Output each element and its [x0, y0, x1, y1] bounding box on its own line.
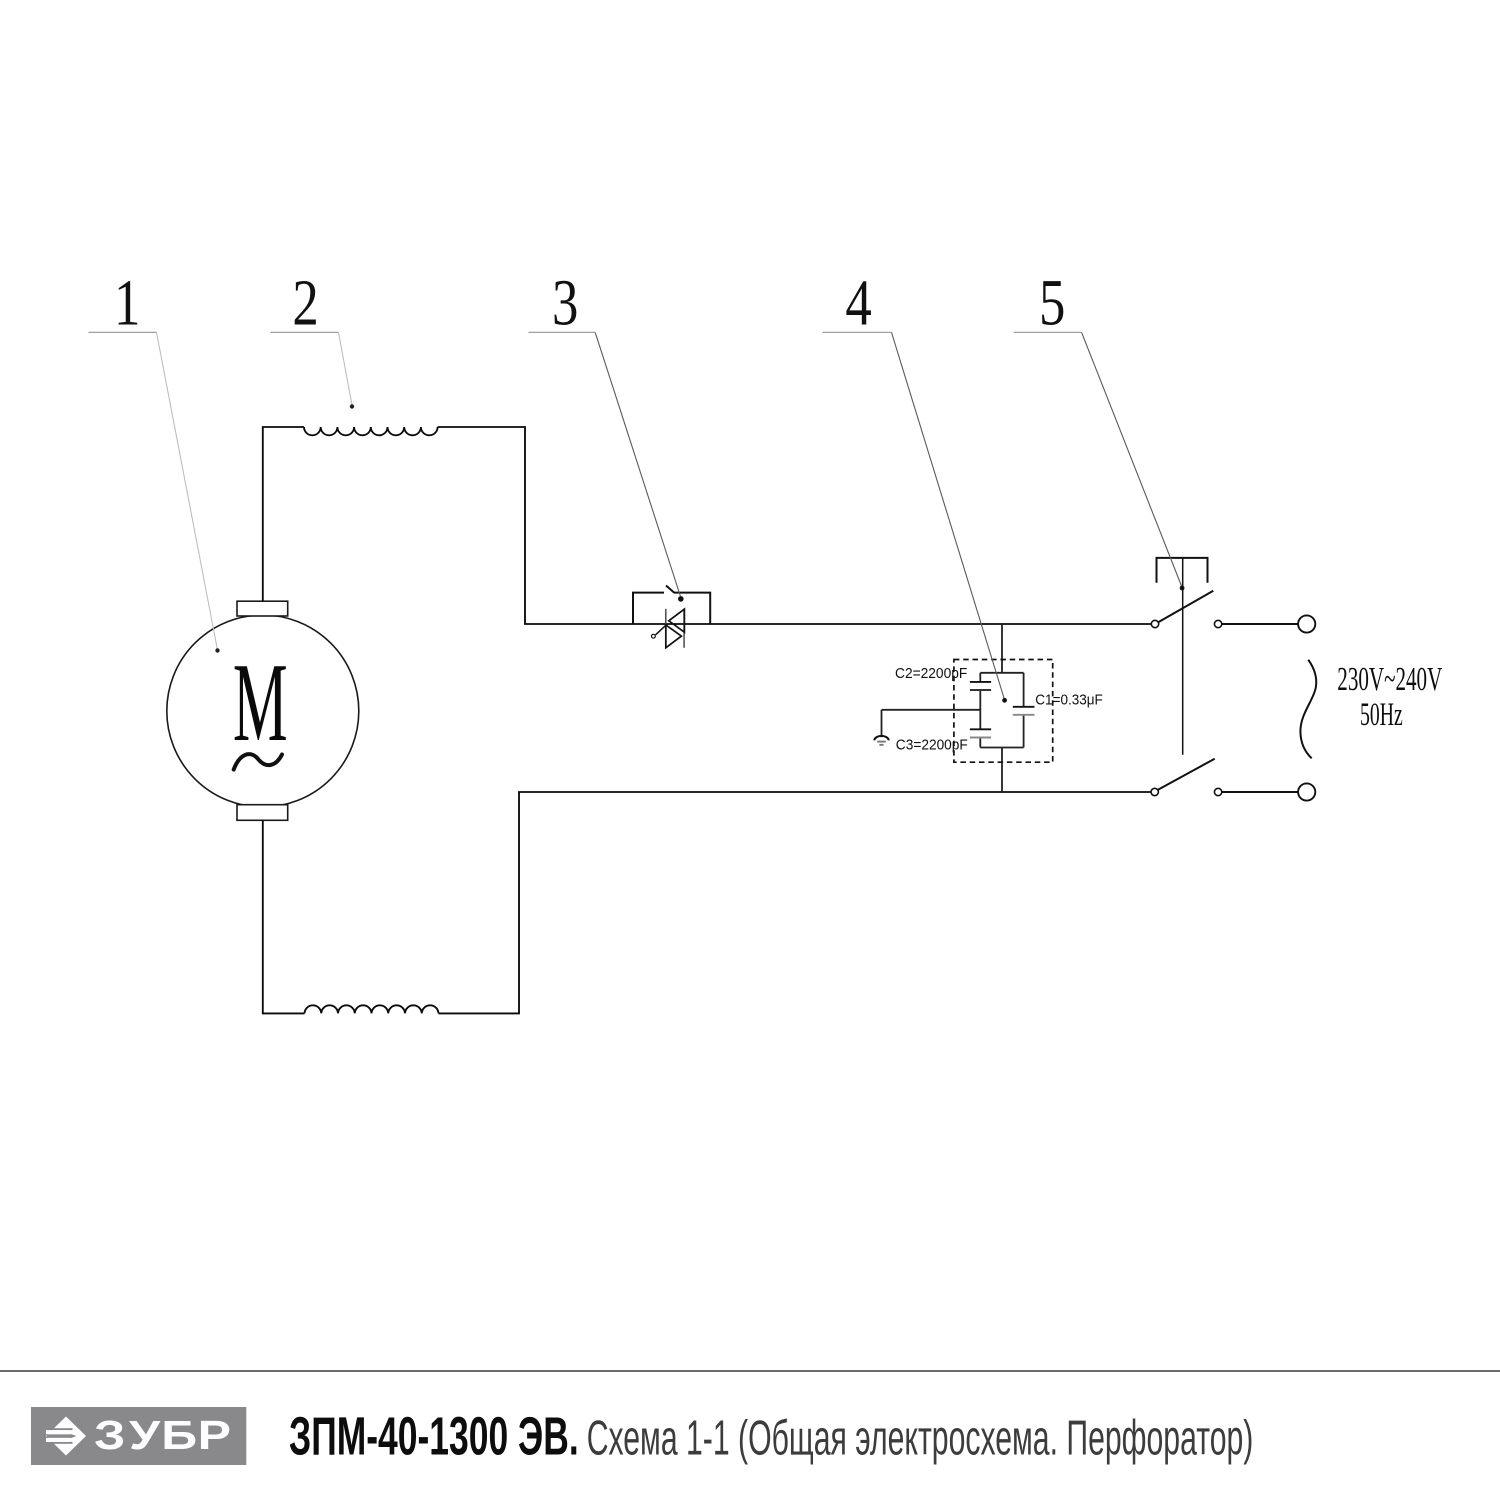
svg-text:C1=0.33μF: C1=0.33μF — [1035, 692, 1103, 708]
svg-text:ЗПМ-40-1300 ЭВ.: ЗПМ-40-1300 ЭВ. — [289, 1406, 579, 1466]
svg-text:Б: Б — [161, 1412, 197, 1458]
svg-text:50Hz: 50Hz — [1360, 697, 1403, 733]
svg-text:З: З — [94, 1412, 125, 1458]
svg-text:1: 1 — [114, 266, 140, 339]
svg-text:M: M — [233, 640, 288, 765]
svg-text:C2=2200pF: C2=2200pF — [895, 666, 967, 682]
svg-text:C3=2200pF: C3=2200pF — [896, 737, 968, 753]
svg-text:3: 3 — [552, 266, 578, 339]
svg-text:5: 5 — [1039, 266, 1065, 339]
svg-text:Схема 1-1 (Общая электросхема.: Схема 1-1 (Общая электросхема. Перфорато… — [587, 1411, 1254, 1465]
svg-text:У: У — [129, 1412, 161, 1458]
svg-text:230V~240V: 230V~240V — [1337, 661, 1442, 698]
svg-text:Р: Р — [198, 1412, 231, 1458]
svg-text:2: 2 — [292, 266, 318, 339]
svg-text:4: 4 — [845, 266, 871, 339]
